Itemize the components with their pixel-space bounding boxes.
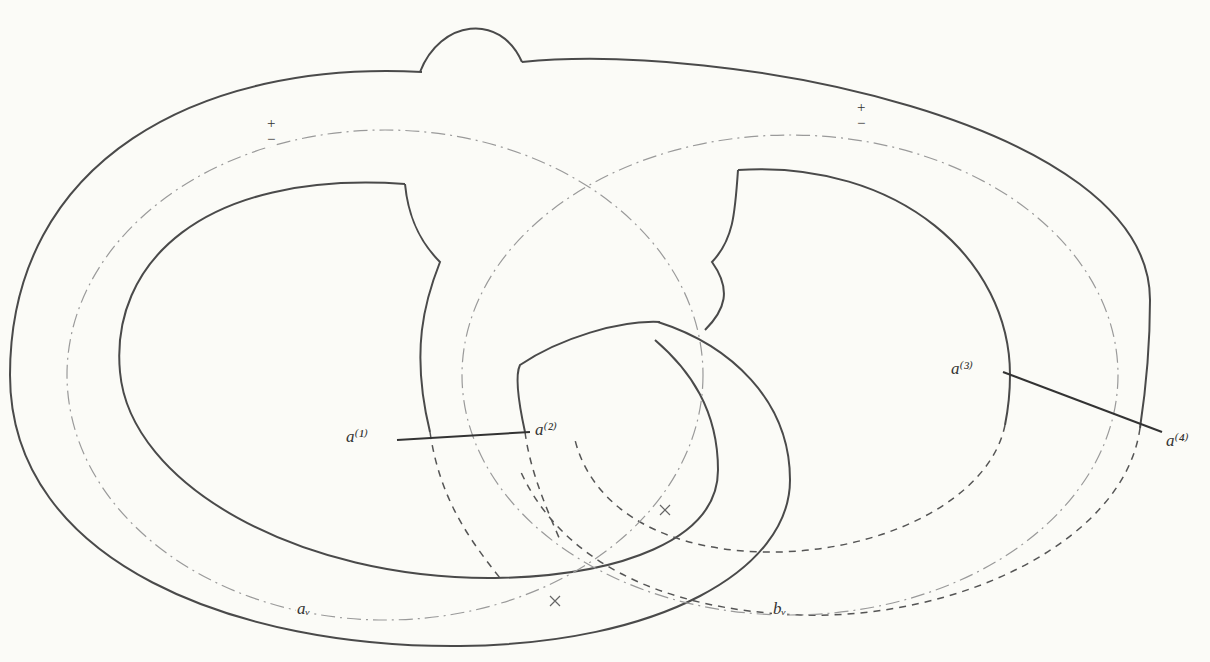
cycle-a [67, 130, 703, 620]
band-edge [518, 322, 660, 432]
sign-mark: − [856, 116, 866, 131]
band-edge [405, 184, 440, 432]
hidden-edge [520, 428, 1140, 615]
cycle-b [462, 135, 1118, 615]
band-edge [522, 59, 1150, 428]
sign-mark: − [266, 132, 276, 147]
hidden-edge [575, 425, 1005, 552]
point-label: a⁽¹⁾ [345, 428, 369, 445]
band-edge [10, 71, 790, 646]
band-edge [420, 28, 522, 72]
band-edge [119, 183, 718, 578]
cycle-label: aᵥ [296, 600, 311, 617]
cut-line [397, 432, 530, 440]
cross-mark [660, 505, 670, 515]
cross-mark [550, 596, 560, 606]
sign-mark: + [856, 100, 866, 115]
cut-line [1003, 372, 1162, 432]
band-edge [705, 170, 738, 330]
point-label: a⁽²⁾ [534, 421, 558, 438]
point-label: a⁽³⁾ [950, 360, 974, 377]
point-label: a⁽⁴⁾ [1165, 432, 1190, 449]
band-edge [738, 169, 1010, 425]
cycle-label: bᵥ [772, 600, 787, 617]
hidden-edge [430, 432, 500, 578]
hidden-edge [525, 432, 560, 540]
sign-mark: + [266, 116, 276, 131]
